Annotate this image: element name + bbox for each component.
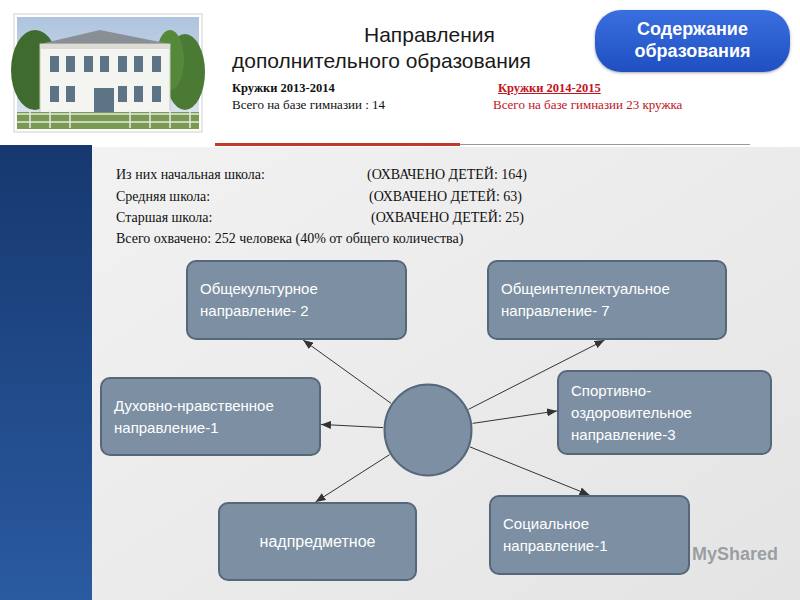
node-text: Социальное направление-1	[503, 513, 676, 557]
arrow-connector	[316, 455, 390, 502]
side-band	[0, 145, 92, 600]
node-text: Общекультурное направление- 2	[200, 278, 393, 322]
direction-box: Общекультурное направление- 2	[186, 260, 407, 340]
column-heading: Кружки 2014-2015	[498, 81, 601, 96]
stat-label: Из них начальная школа:	[116, 167, 265, 184]
node-label: Общеинтеллектуальное направление- 7	[501, 278, 713, 322]
node-text: Общеинтеллектуальное направление- 7	[501, 278, 713, 322]
node-text: надпредметное	[232, 530, 403, 553]
section-badge: Содержание образования	[595, 10, 790, 72]
node-label: Социальное направление-1	[503, 513, 676, 557]
watermark: MyShared	[692, 544, 778, 566]
node-label: Общекультурное направление- 2	[200, 278, 393, 322]
stat-value: (ОХВАЧЕНО ДЕТЕЙ: 63)	[369, 189, 522, 206]
arrow-connector	[473, 411, 557, 424]
school-photo	[11, 14, 205, 132]
hub-circle	[383, 383, 473, 477]
stat-label: Старшая школа:	[116, 210, 212, 227]
rule-line	[460, 144, 750, 145]
node-label: Содержание образования	[605, 19, 780, 62]
circle-outline	[383, 383, 473, 477]
direction-box: Духовно-нравственное направление-1	[100, 377, 321, 456]
direction-box: Спортивно-оздоровительное направление-3	[557, 370, 772, 455]
content-area	[92, 147, 800, 600]
node-label: надпредметное	[232, 530, 403, 553]
node-text: Содержание образования	[605, 19, 780, 62]
slide-title: Направления дополнительного образования	[232, 22, 594, 75]
arrow-connector	[321, 424, 383, 427]
stat-label: Средняя школа:	[116, 189, 210, 206]
stat-value: (ОХВАЧЕНО ДЕТЕЙ: 164)	[367, 167, 527, 184]
node-label: Спортивно-оздоровительное направление-3	[571, 380, 758, 445]
stat-value: (ОХВАЧЕНО ДЕТЕЙ: 25)	[371, 210, 524, 227]
column-heading: Кружки 2013-2014	[232, 81, 335, 96]
direction-box: надпредметное	[218, 502, 417, 581]
node-label: Духовно-нравственное направление-1	[114, 395, 307, 439]
direction-box: Социальное направление-1	[489, 495, 690, 575]
total-note: Всего на базе гимназии : 14	[232, 97, 385, 113]
accent-line	[215, 143, 460, 146]
direction-box: Общеинтеллектуальное направление- 7	[487, 260, 727, 340]
total-note: Всего на базе гимназии 23 кружка	[493, 97, 682, 113]
stat-total: Всего охвачено: 252 человека (40% от общ…	[116, 231, 463, 248]
node-text: Спортивно-оздоровительное направление-3	[571, 380, 758, 445]
node-text: Духовно-нравственное направление-1	[114, 395, 307, 439]
